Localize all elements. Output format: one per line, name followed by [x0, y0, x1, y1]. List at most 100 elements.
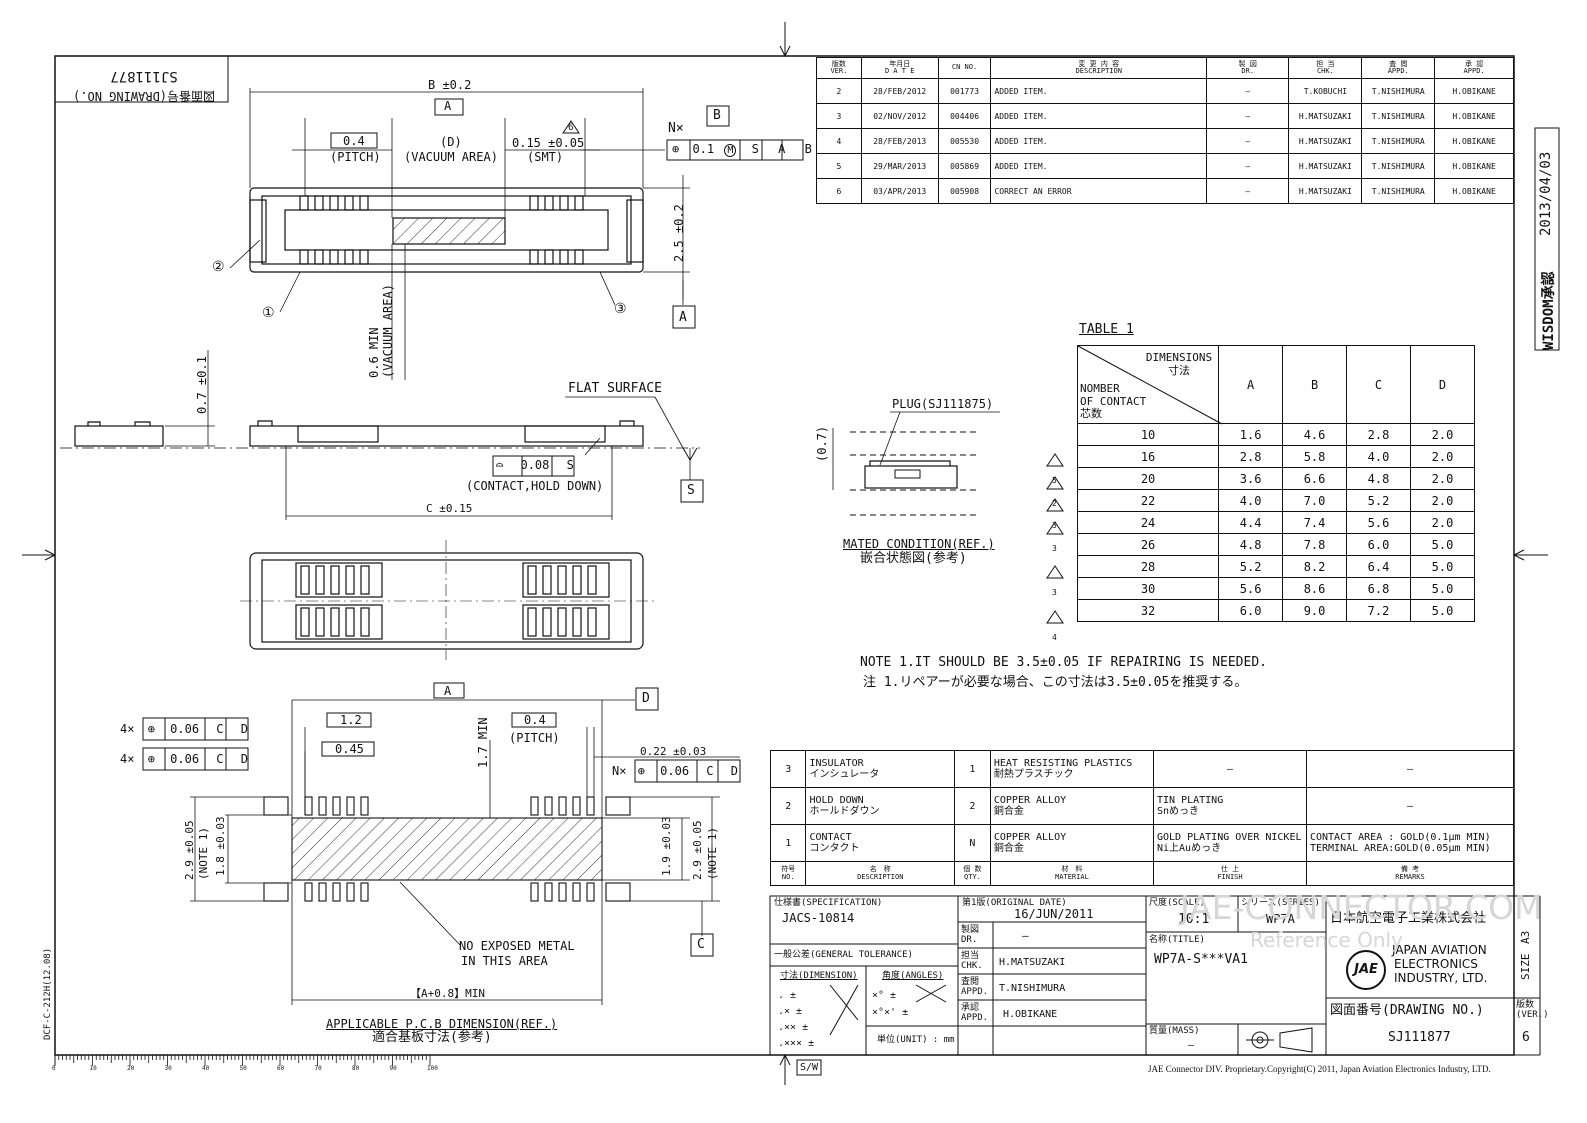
- revision-cell: 3: [816, 103, 862, 129]
- header-jp: 版数: [831, 59, 846, 68]
- revision-cell: —: [1206, 178, 1290, 204]
- datum-s-box: S: [687, 483, 695, 498]
- plug-label: PLUG(SJ111875): [892, 397, 994, 411]
- hdr-desc-jp: 名 称: [869, 864, 891, 873]
- position-symbol-icon: ⊕: [147, 722, 155, 736]
- appd2-label: 承認 APPD.: [961, 1003, 989, 1023]
- corner-number: NOMBER: [1080, 382, 1120, 396]
- material-remarks: —: [1406, 763, 1413, 775]
- revision-cell: 005908: [937, 178, 992, 204]
- chk-value: H.MATSUZAKI: [999, 957, 1066, 968]
- no-exposed-metal: NO EXPOSED METAL: [459, 939, 575, 953]
- ruler-label: 0: [52, 1065, 56, 1072]
- material-no: 3: [785, 763, 792, 775]
- material-finish2: Ni上Auめっき: [1157, 843, 1222, 854]
- dimension-value: 7.2: [1346, 599, 1411, 622]
- dimension-0-7: 0.7 ±0.1: [195, 356, 209, 414]
- revision-cell: —: [1206, 103, 1290, 129]
- callout-2: ②: [212, 259, 225, 275]
- ruler-label: 10: [89, 1065, 97, 1072]
- pcb-frame-1: 4× ⊕ 0.06 C D: [120, 722, 248, 736]
- mated-title: MATED CONDITION(REF.): [843, 537, 995, 551]
- col-a: A: [1218, 345, 1284, 424]
- flatness-value: 0.08: [520, 458, 550, 472]
- revision-cell: 4: [816, 128, 862, 154]
- contact-count: 26: [1076, 533, 1220, 556]
- flat-surface-label: FLAT SURFACE: [568, 381, 662, 396]
- company-en: JAPAN AVIATION ELECTRONICS INDUSTRY, LTD…: [1392, 943, 1487, 985]
- datum-b-box: B: [713, 108, 721, 123]
- revision-cell: T.KOBUCHI: [1288, 78, 1363, 104]
- pcb-dim-1-2: 1.2: [340, 713, 362, 727]
- revision-cell: H.OBIKANE: [1434, 128, 1514, 154]
- revision-cell: T.NISHIMURA: [1361, 128, 1436, 154]
- ruler-label: 50: [239, 1065, 247, 1072]
- revision-cell: T.NISHIMURA: [1361, 153, 1436, 179]
- ruler-label: 40: [202, 1065, 210, 1072]
- position-symbol-icon: ⊕: [147, 752, 155, 766]
- pitch-value: 0.4: [343, 134, 365, 148]
- dimension-value: 4.0: [1218, 489, 1284, 512]
- hdr-rem-en: REMARKS: [1395, 872, 1425, 881]
- series-value: WP7A: [1266, 912, 1295, 926]
- dimension-value: 1.6: [1218, 423, 1284, 446]
- header-jp: 変 更 内 容: [1078, 59, 1120, 68]
- material-mat_jp: 耐熱プラスチック: [993, 769, 1074, 780]
- revision-cell: 03/APR/2013: [860, 178, 939, 204]
- no-exposed-metal-2: IN THIS AREA: [461, 954, 548, 968]
- material-remarks2: TERMINAL AREA:GOLD(0.05μm MIN): [1309, 843, 1491, 854]
- revision-cell: ADDED ITEM.: [990, 78, 1208, 104]
- mated-title-jp: 嵌合状態図(参考): [860, 551, 967, 566]
- frame2-datum-c: C: [216, 752, 224, 766]
- ruler-label: 20: [127, 1065, 135, 1072]
- pcb-pitch-value: 0.4: [524, 713, 546, 727]
- c-dimension: C ±0.15: [426, 502, 473, 515]
- frame3-count: N×: [612, 764, 627, 778]
- hdr-desc-en: DESCRIPTION: [857, 872, 904, 881]
- col-d: D: [1409, 345, 1476, 424]
- contact-count: 30: [1076, 577, 1220, 600]
- revision-mark: 3: [1052, 521, 1057, 531]
- pcb-frame-3: N× ⊕ 0.06 C D: [612, 764, 738, 778]
- tolerance-row: .××× ±: [778, 1038, 815, 1049]
- revision-triangles: [1046, 453, 1064, 624]
- revision-mark-6: 6: [568, 123, 574, 133]
- corner-contact-jp: 芯数: [1080, 407, 1102, 421]
- mass-value: —: [1188, 1040, 1195, 1051]
- side-view-connector: [74, 420, 644, 447]
- dimension-value: 2.8: [1218, 445, 1284, 468]
- material-cell: 1: [769, 824, 807, 862]
- drawing-number-label: 図面番号(DRAWING NO.): [1330, 1003, 1484, 1018]
- revision-cell: ADDED ITEM.: [990, 128, 1208, 154]
- header-en: D A T E: [884, 67, 915, 75]
- revision-cell: H.MATSUZAKI: [1288, 103, 1363, 129]
- dimension-value: 6.0: [1346, 533, 1411, 556]
- material-mat_en: COPPER ALLOY: [993, 832, 1067, 843]
- header-jp: 査 閲: [1389, 59, 1408, 68]
- n-times-label: N×: [668, 121, 684, 136]
- position-symbol-icon: ⊕: [637, 764, 645, 778]
- revision-cell: 02/NOV/2012: [860, 103, 939, 129]
- tol-datum-s: S: [751, 142, 759, 156]
- dimension-value: 8.6: [1282, 577, 1348, 600]
- revision-cell: 5: [816, 153, 862, 179]
- material-cell: 3: [769, 750, 807, 788]
- col-b: B: [1282, 345, 1348, 424]
- revision-cell: T.NISHIMURA: [1361, 103, 1436, 129]
- title-value: WP7A-S***VA1: [1154, 952, 1248, 967]
- header-en: CHK.: [1316, 67, 1334, 75]
- position-symbol-icon: ⊕: [672, 142, 680, 156]
